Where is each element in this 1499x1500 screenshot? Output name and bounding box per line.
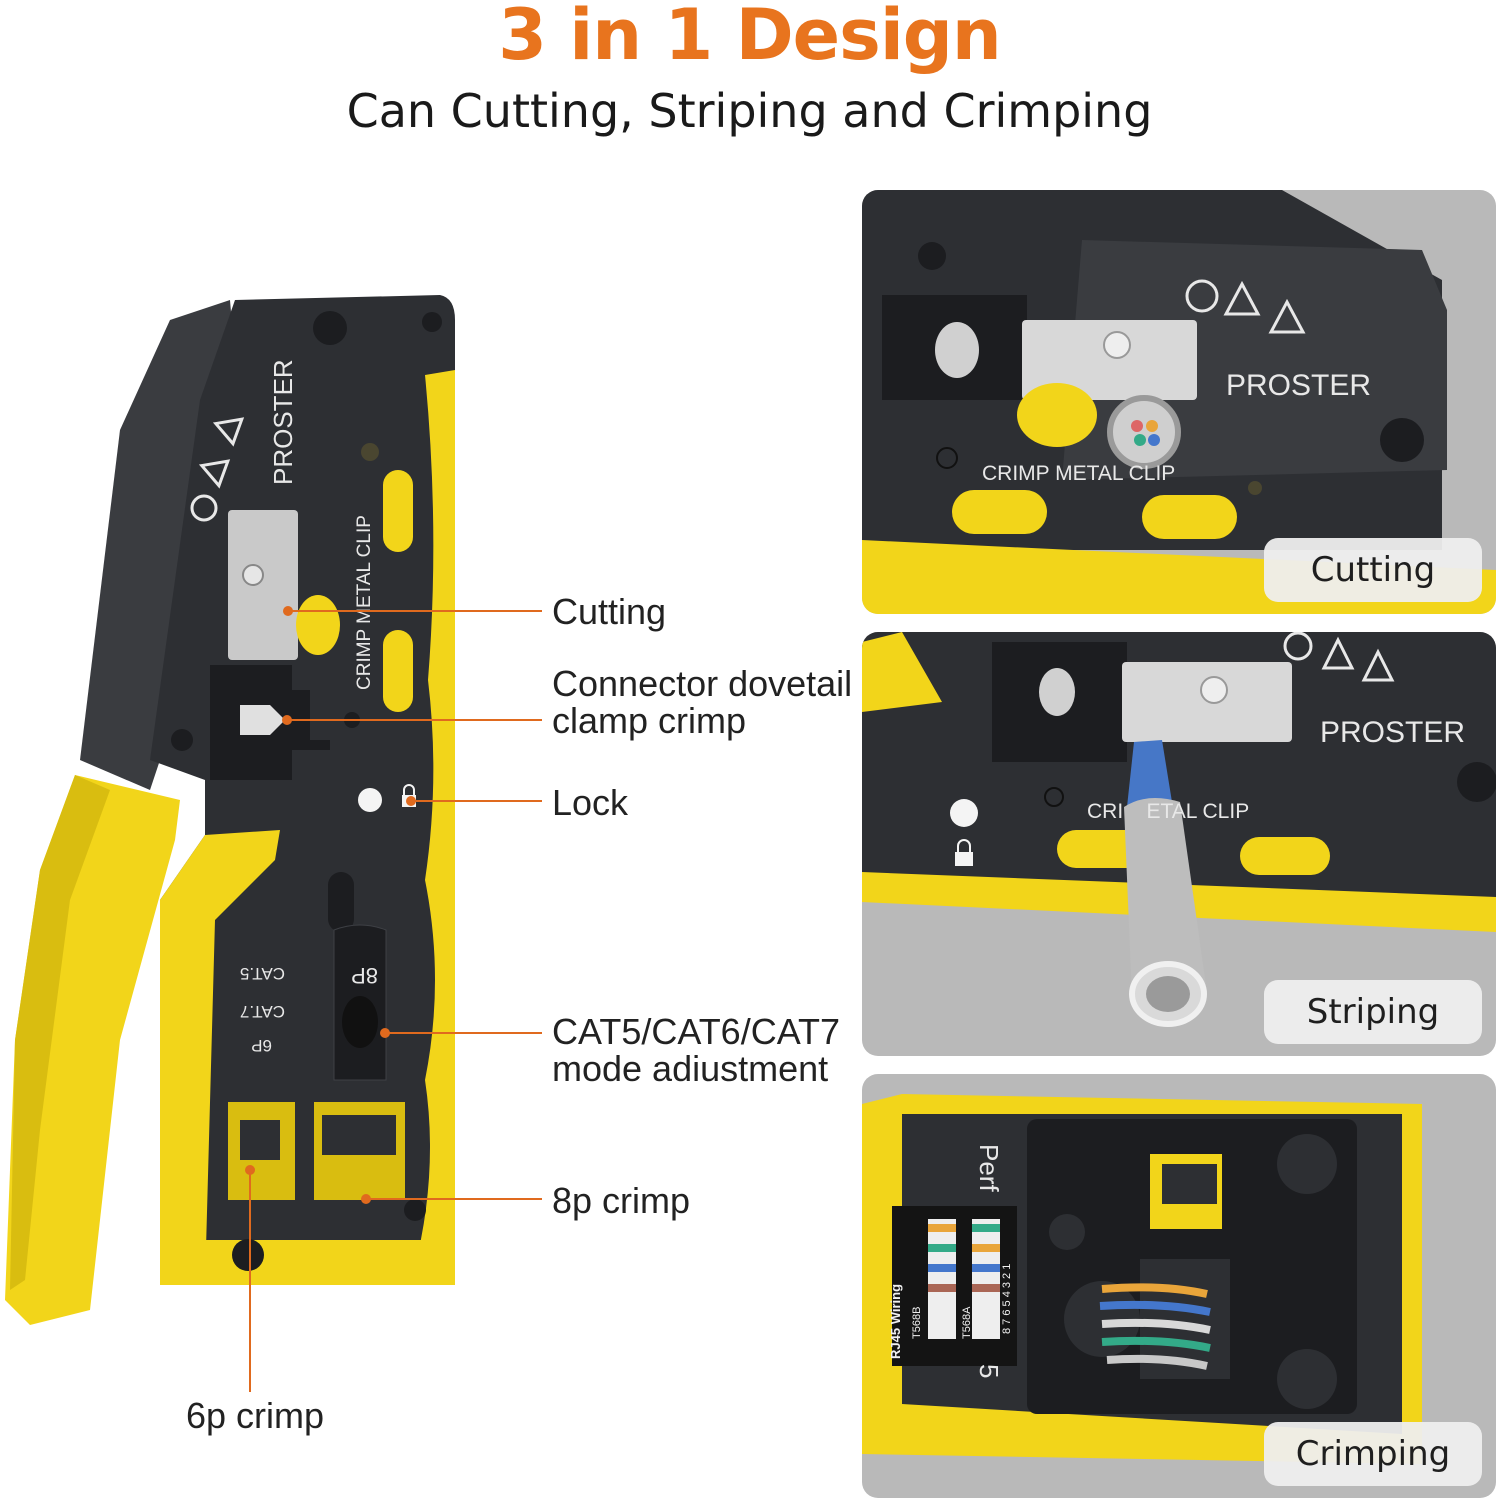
panel-cutting: PROSTER CRIMP METAL CLIP Cutting	[862, 190, 1496, 614]
panel-cutting-brand: PROSTER	[1226, 369, 1371, 402]
warning-triangle-icon	[1268, 298, 1306, 334]
crimp-t568b: T568B	[911, 1307, 923, 1339]
callout-dovetail-line1: Connector dovetail	[552, 663, 853, 704]
callout-6p: 6p crimp	[186, 1395, 325, 1436]
esd-icon	[190, 494, 218, 522]
cutting-blade	[228, 510, 298, 660]
tool-6p: 6P	[251, 1036, 272, 1055]
panel-cutting-label: Cutting	[1264, 538, 1482, 602]
esd-icon	[1185, 279, 1219, 313]
panel-cutting-clip: CRIMP METAL CLIP	[982, 462, 1175, 485]
crimp-five: 5	[974, 1364, 1004, 1378]
yellow-rim	[410, 370, 455, 1285]
lock-icon	[955, 839, 973, 866]
tool-cat5: CAT.5	[240, 964, 285, 983]
page-subtitle: Can Cutting, Striping and Crimping	[346, 84, 1153, 138]
tool-cat7: CAT.7	[240, 1002, 285, 1021]
esd-icon	[1283, 632, 1313, 661]
panel-crimping: RJ45 Wiring T568B T568A 8 7 6 5 4 3 2 1 …	[862, 1074, 1496, 1498]
warning-triangle-icon	[1361, 648, 1395, 682]
panel-crimping-label: Crimping	[1264, 1422, 1482, 1486]
callout-lock: Lock	[552, 782, 629, 823]
crimp-wiring-label: RJ45 Wiring	[888, 1284, 903, 1359]
tool-8p: 8P	[351, 963, 378, 988]
callout-cutting: Cutting	[552, 591, 667, 632]
callout-8p: 8p crimp	[552, 1180, 691, 1221]
page-title: 3 in 1 Design	[498, 0, 1002, 76]
crimp-pins: 8 7 6 5 4 3 2 1	[1001, 1264, 1013, 1334]
panel-striping-clip: CRI ETAL CLIP	[1087, 800, 1249, 823]
warning-triangle-icon	[1223, 280, 1261, 316]
callout-dovetail-line2: clamp crimp	[552, 700, 747, 741]
warning-triangle-icon	[198, 459, 231, 489]
crimp-t568a: T568A	[961, 1306, 973, 1339]
tool-brand: PROSTER	[268, 359, 298, 485]
tool-clip-label: CRIMP METAL CLIP	[354, 515, 375, 690]
warning-triangle-icon	[212, 417, 245, 447]
lock-hole	[358, 788, 382, 812]
warning-triangle-icon	[1321, 636, 1355, 670]
panel-striping: PROSTER CRI ETAL CLIP Striping	[862, 632, 1496, 1056]
crimp-perf: Perf	[974, 1144, 1004, 1192]
crimp-tool-illustration: PROSTER CRIMP METAL CLIP CAT.5 CAT.7 8P …	[5, 295, 455, 1325]
panel-striping-label: Striping	[1264, 980, 1482, 1044]
callout-mode-line1: CAT5/CAT6/CAT7	[552, 1011, 841, 1052]
callout-mode-line2: mode adiustment	[552, 1048, 829, 1089]
panel-striping-brand: PROSTER	[1320, 716, 1465, 749]
